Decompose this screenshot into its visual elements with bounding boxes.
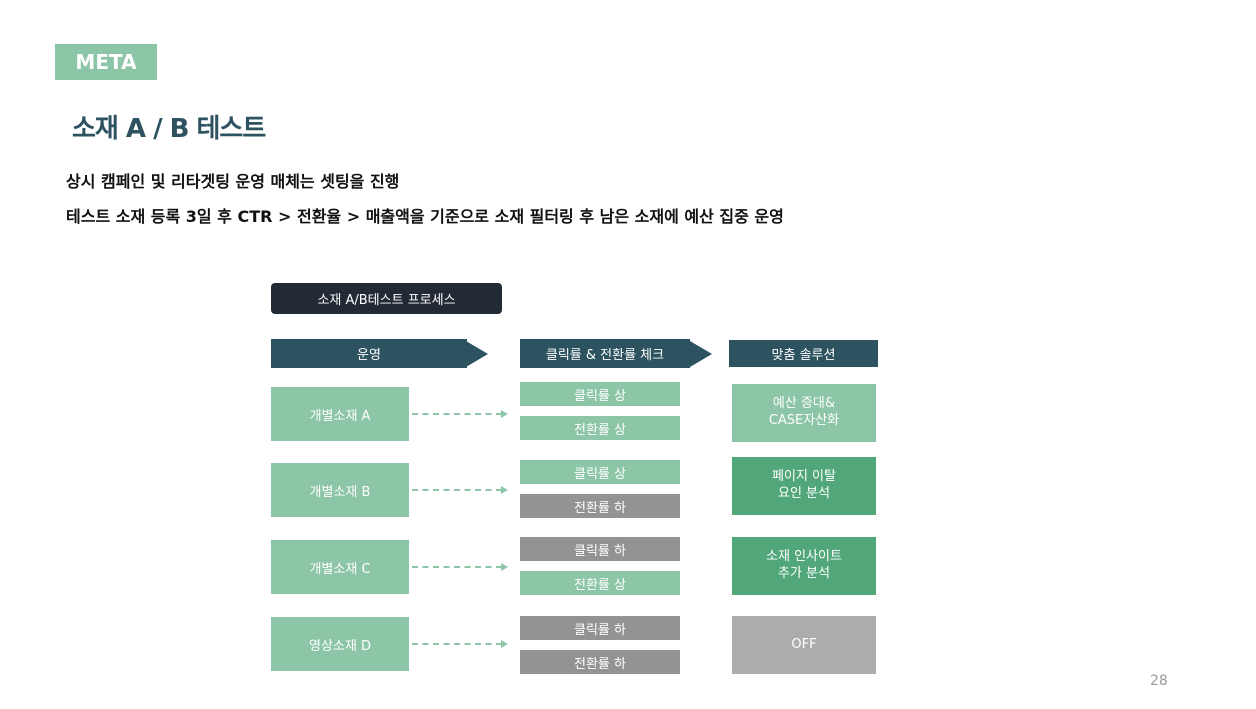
header-check: 클릭률 & 전환률 체크 bbox=[520, 339, 690, 368]
creative-item: 개별소재 A bbox=[271, 387, 409, 441]
arrow-head-icon bbox=[501, 640, 508, 648]
page-title: 소재 A / B 테스트 bbox=[72, 114, 266, 144]
arrow-right-icon bbox=[466, 341, 488, 367]
solution-box: 예산 증대& CASE자산화 bbox=[732, 384, 876, 442]
conversion-rate-box: 전환률 상 bbox=[520, 416, 680, 440]
conversion-rate-box: 전환률 하 bbox=[520, 650, 680, 674]
solution-box: 페이지 이탈 요인 분석 bbox=[732, 457, 876, 515]
arrow-head-icon bbox=[501, 486, 508, 494]
click-rate-box: 클릭률 하 bbox=[520, 616, 680, 640]
dashed-arrow bbox=[412, 413, 502, 415]
arrow-right-icon bbox=[690, 341, 712, 367]
arrow-head-icon bbox=[501, 563, 508, 571]
description-line-2: 테스트 소재 등록 3일 후 CTR > 전환율 > 매출액을 기준으로 소재 … bbox=[66, 207, 784, 226]
creative-item: 개별소재 B bbox=[271, 463, 409, 517]
click-rate-box: 클릭률 하 bbox=[520, 537, 680, 561]
click-rate-box: 클릭률 상 bbox=[520, 382, 680, 406]
description-line-1: 상시 캠페인 및 리타겟팅 운영 매체는 셋팅을 진행 bbox=[66, 172, 400, 191]
creative-item: 개별소재 C bbox=[271, 540, 409, 594]
solution-box: 소재 인사이트 추가 분석 bbox=[732, 537, 876, 595]
header-operation: 운영 bbox=[271, 339, 467, 368]
dashed-arrow bbox=[412, 566, 502, 568]
conversion-rate-box: 전환률 상 bbox=[520, 571, 680, 595]
conversion-rate-box: 전환률 하 bbox=[520, 494, 680, 518]
creative-item: 영상소재 D bbox=[271, 617, 409, 671]
dashed-arrow bbox=[412, 489, 502, 491]
header-solution: 맞춤 솔루션 bbox=[729, 340, 878, 367]
arrow-head-icon bbox=[501, 410, 508, 418]
dashed-arrow bbox=[412, 643, 502, 645]
process-title: 소재 A/B테스트 프로세스 bbox=[271, 283, 502, 314]
click-rate-box: 클릭률 상 bbox=[520, 460, 680, 484]
solution-box: OFF bbox=[732, 616, 876, 674]
category-badge: META bbox=[55, 44, 157, 80]
page-number: 28 bbox=[1150, 673, 1168, 689]
